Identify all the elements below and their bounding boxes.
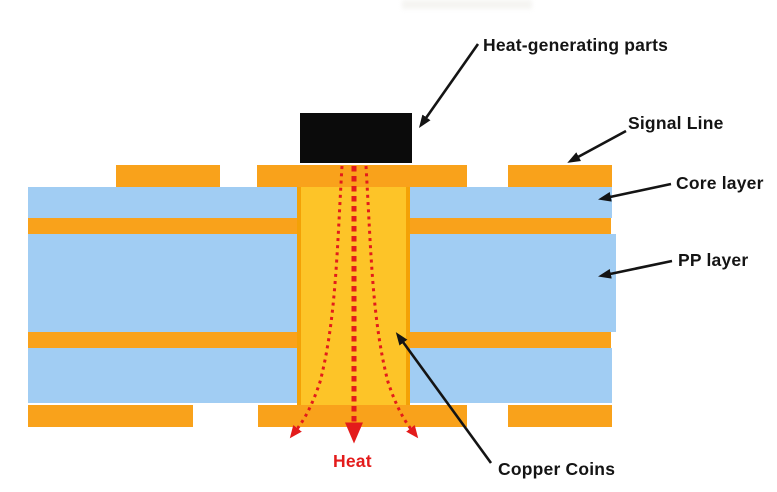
copper-coin-column	[297, 183, 410, 427]
core-layer-arrow	[598, 182, 672, 202]
pp-layer-arrow	[598, 259, 673, 279]
core-layer-label: Core layer	[676, 173, 764, 193]
signal-line-pad-bottom-middle	[258, 405, 467, 427]
signal-line-pad-top-left	[116, 165, 220, 187]
signal-line-pad-top-middle	[257, 165, 467, 187]
copper-coins-label: Copper Coins	[498, 459, 616, 479]
signal-line-pad-bottom-left	[28, 405, 193, 427]
signal-line-pad-top-right	[508, 165, 612, 187]
heat-generating-parts-label: Heat-generating parts	[483, 35, 669, 55]
pp-layer-label: PP layer	[678, 250, 749, 270]
heat-label: Heat	[333, 451, 372, 471]
signal-line-label: Signal Line	[628, 113, 724, 133]
heat-generating-parts-arrow	[418, 43, 480, 128]
cropped-text-artifact	[402, 0, 532, 9]
heat-generating-component	[300, 113, 412, 163]
signal-line-arrow	[567, 129, 627, 163]
signal-line-pad-bottom-right	[508, 405, 612, 427]
